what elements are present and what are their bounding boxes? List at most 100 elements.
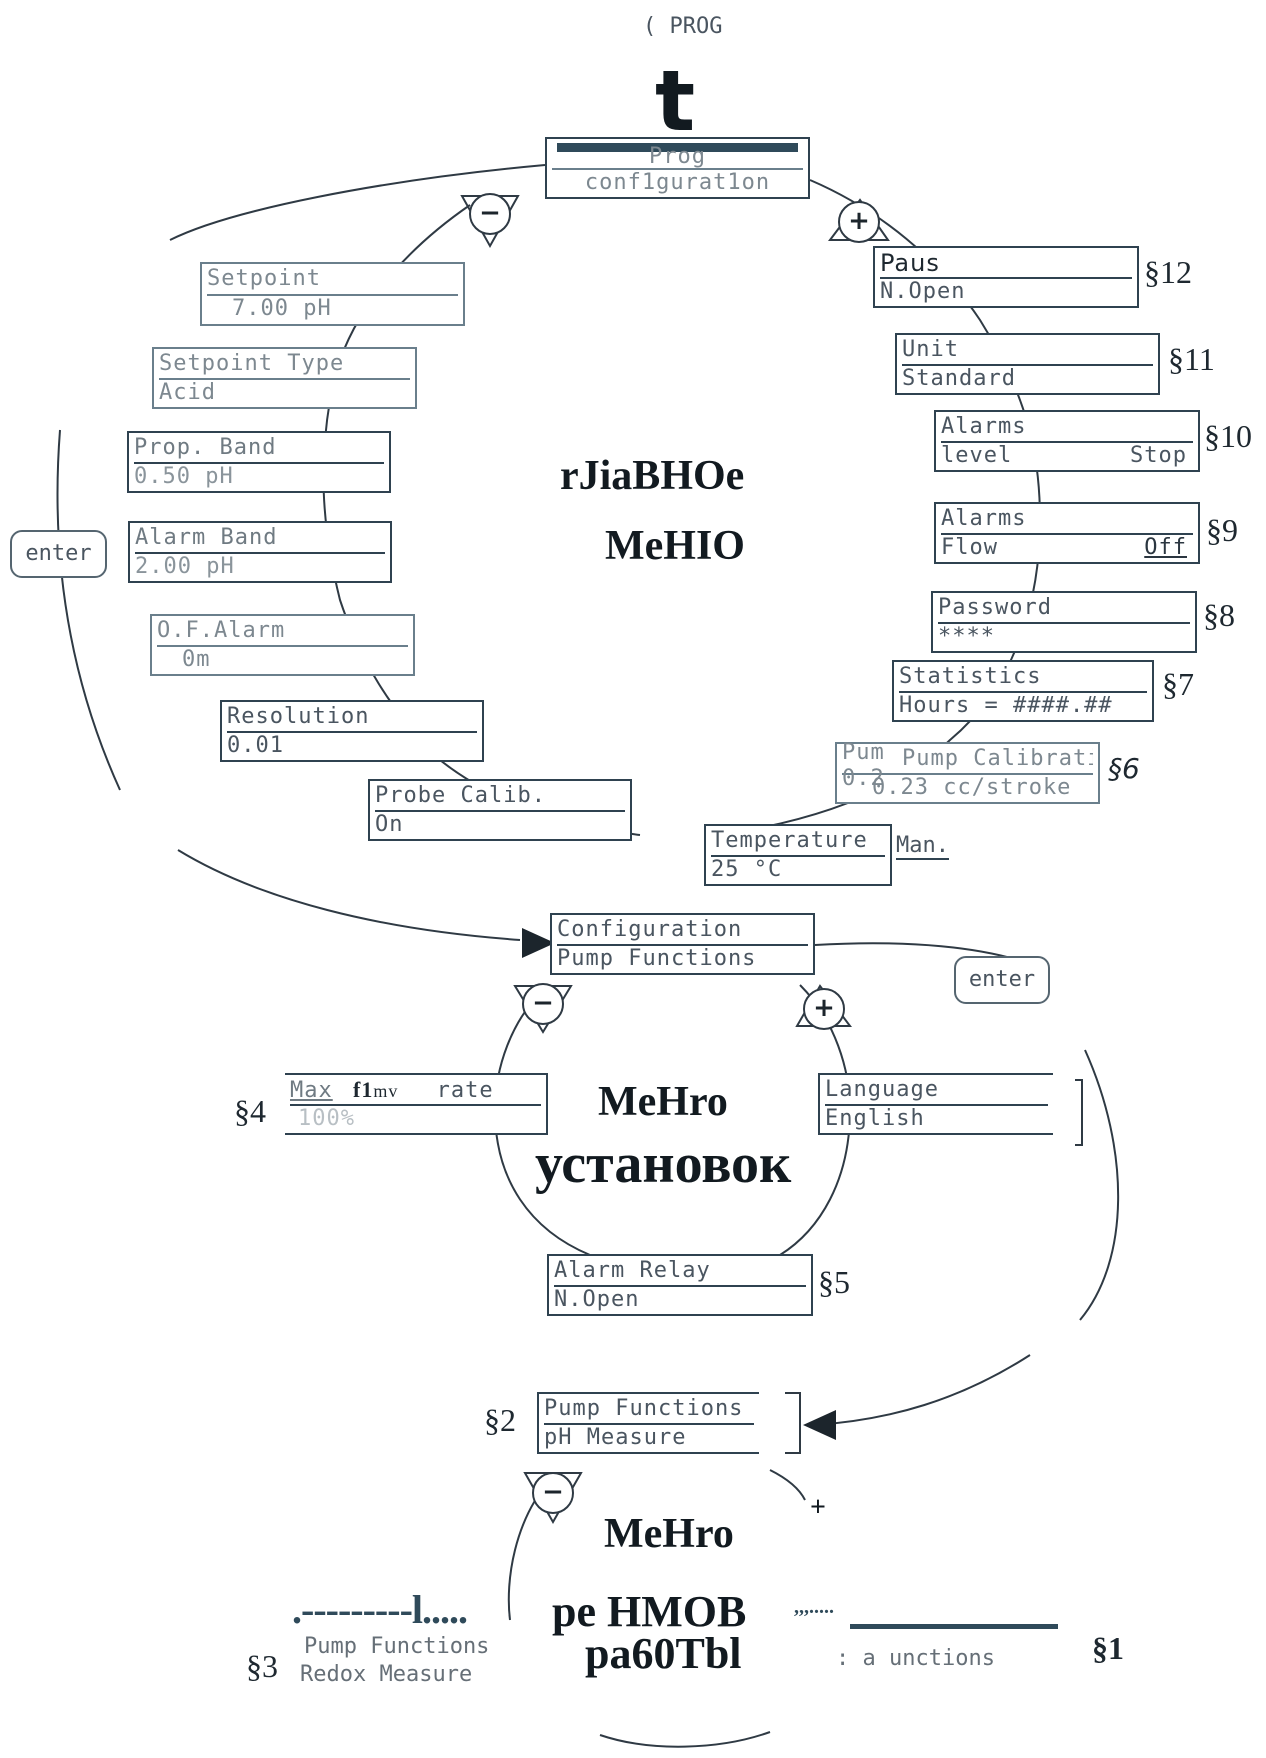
settings-menu-title-2: установок xyxy=(535,1133,792,1195)
menu-item-prop-band[interactable]: Prop. Band 0.50 pH xyxy=(127,431,391,493)
menu-item-alarms-level[interactable]: Alarms level Stop xyxy=(934,410,1200,472)
item-line2: On xyxy=(375,812,404,837)
section-10: §10 xyxy=(1204,418,1252,454)
pump-overlay-2: 0.2 xyxy=(842,766,885,791)
menu-item-alarms-flow[interactable]: Alarms Flow Off xyxy=(934,502,1200,564)
item-line2: 25 °C xyxy=(711,857,783,882)
flow-label-small: mv xyxy=(373,1081,399,1101)
item-line1: Alarm Band xyxy=(135,523,385,554)
menu-item-probe-calib[interactable]: Probe Calib. On xyxy=(368,779,632,841)
section-8: §8 xyxy=(1203,597,1235,633)
item-line2: Hours = ####.## xyxy=(899,693,1113,718)
menu-item-pump-calibration[interactable]: Pump Calibration 0.23 cc/stroke Pum 0.2 xyxy=(835,740,1100,804)
item-line2: 2.00 pH xyxy=(135,554,235,579)
item-line1: Pump Calibration xyxy=(842,744,1093,775)
down-arrow-icon: t xyxy=(655,52,696,150)
enter-button-settings[interactable]: enter xyxy=(954,956,1050,1004)
item-line1: Language xyxy=(825,1075,1048,1106)
item-line2: 0m xyxy=(182,647,211,672)
menu-item-alarm-relay[interactable]: Alarm Relay N.Open xyxy=(547,1254,813,1316)
work-plus-sign: + xyxy=(810,1492,826,1523)
item-line1: Unit xyxy=(902,335,1153,366)
menu-item-setpoint-type[interactable]: Setpoint Type Acid xyxy=(152,347,417,409)
rate-label: rate xyxy=(436,1078,494,1103)
item-line2: Standard xyxy=(902,366,1016,391)
work-menu-title-3: pa60Tbl xyxy=(585,1629,742,1678)
section-4: §4 xyxy=(234,1093,266,1129)
item-line2: pH Measure xyxy=(544,1425,687,1450)
item-line1: Resolution xyxy=(227,702,477,733)
prog-line1: Prog xyxy=(552,139,803,170)
menu-item-alarm-band[interactable]: Alarm Band 2.00 pH xyxy=(128,521,392,583)
settings-menu-title-1: MeHro xyxy=(598,1079,728,1125)
item-line1: Prop. Band xyxy=(134,433,384,464)
minus-button[interactable]: − xyxy=(469,193,511,235)
flow-label-bold: f1 xyxy=(353,1077,374,1102)
section-5: §5 xyxy=(818,1264,850,1300)
item-line2: 100% xyxy=(298,1106,355,1131)
item-line2: 0.23 cc/stroke xyxy=(872,775,1072,800)
prog-line2: conf1gurat1on xyxy=(584,170,771,195)
enter-button[interactable]: enter xyxy=(10,530,107,578)
section-9: §9 xyxy=(1206,512,1238,548)
menu-item-pump-ph[interactable]: Pump Functions pH Measure xyxy=(537,1392,759,1454)
section-12: §12 xyxy=(1144,254,1192,290)
item-line1: Max f1mv rate xyxy=(290,1075,541,1106)
work-menu-title-1: MeHro xyxy=(604,1511,734,1557)
work-menu-line xyxy=(850,1624,1058,1629)
item-line2: level Stop xyxy=(941,441,1193,470)
setup-menu-title-2: MeHIO xyxy=(605,523,745,569)
section-6: §6 xyxy=(1108,752,1140,785)
item-line2: N.Open xyxy=(554,1287,640,1312)
item-line2: Pump Functions xyxy=(557,946,757,971)
work-menu-title-2: pe HMOB xyxy=(552,1587,747,1636)
item-line1: Pump Functions xyxy=(544,1394,754,1425)
menu-item-setpoint[interactable]: Setpoint 7.00 pH xyxy=(200,262,465,326)
item-line1: Password xyxy=(938,593,1190,624)
prog-key-label: ( PROG xyxy=(643,14,723,39)
menu-item-paus[interactable]: Paus N.Open xyxy=(873,246,1139,308)
plus-button-settings[interactable]: + xyxy=(803,988,845,1030)
item-line2: N.Open xyxy=(880,279,966,304)
menu-item-temperature[interactable]: Temperature 25 °C xyxy=(704,824,892,886)
item-line2: **** xyxy=(938,624,995,649)
item-line1: Statistics xyxy=(899,662,1147,693)
item-line2: Flow Off xyxy=(941,533,1193,562)
menu-item-resolution[interactable]: Resolution 0.01 xyxy=(220,700,484,762)
prog-bar xyxy=(557,143,798,152)
menu-item-max-flow-rate[interactable]: Max f1mv rate 100% xyxy=(285,1073,548,1135)
section-2: §2 xyxy=(484,1402,516,1438)
item-line1: O.F.Alarm xyxy=(157,616,408,647)
menu-item-statistics[interactable]: Statistics Hours = ####.## xyxy=(892,660,1154,722)
plus-button[interactable]: + xyxy=(838,201,880,243)
max-label: Max xyxy=(290,1078,333,1103)
item-line1: Setpoint xyxy=(207,264,458,296)
item-line1: Configuration xyxy=(557,915,808,946)
item-line1: Alarm Relay xyxy=(554,1256,806,1287)
minus-button-work[interactable]: − xyxy=(532,1472,574,1514)
pump-functions-fragment[interactable]: : a unctions xyxy=(836,1646,995,1671)
menu-item-of-alarm[interactable]: O.F.Alarm 0m xyxy=(150,614,415,676)
prog-configuration-box[interactable]: Prog conf1gurat1on xyxy=(545,137,810,199)
pump-redox-line1[interactable]: Pump Functions xyxy=(304,1634,490,1659)
level-value: Stop xyxy=(1130,443,1187,468)
pump-redox-line2[interactable]: Redox Measure xyxy=(300,1662,473,1687)
menu-item-language[interactable]: Language English xyxy=(818,1073,1053,1135)
menu-item-configuration[interactable]: Configuration Pump Functions xyxy=(550,913,815,975)
section-11: §11 xyxy=(1168,341,1215,377)
minus-button-settings[interactable]: − xyxy=(522,983,564,1025)
item-line2: 0.50 pH xyxy=(134,464,234,489)
work-menu-dashes: .---------l..... xyxy=(292,1587,468,1632)
section-1: §1 xyxy=(1092,1630,1124,1666)
section-7: §7 xyxy=(1162,666,1194,702)
menu-item-unit[interactable]: Unit Standard xyxy=(895,333,1160,395)
item-line2: 7.00 pH xyxy=(232,296,332,321)
flow-label: Flow xyxy=(941,535,998,560)
menu-item-password[interactable]: Password **** xyxy=(931,591,1197,653)
section-3: §3 xyxy=(246,1648,278,1684)
item-line2: 0.01 xyxy=(227,733,284,758)
temperature-mode: Man. xyxy=(896,833,949,860)
item-line1: Paus xyxy=(880,248,1132,279)
item-line2: Acid xyxy=(159,380,216,405)
